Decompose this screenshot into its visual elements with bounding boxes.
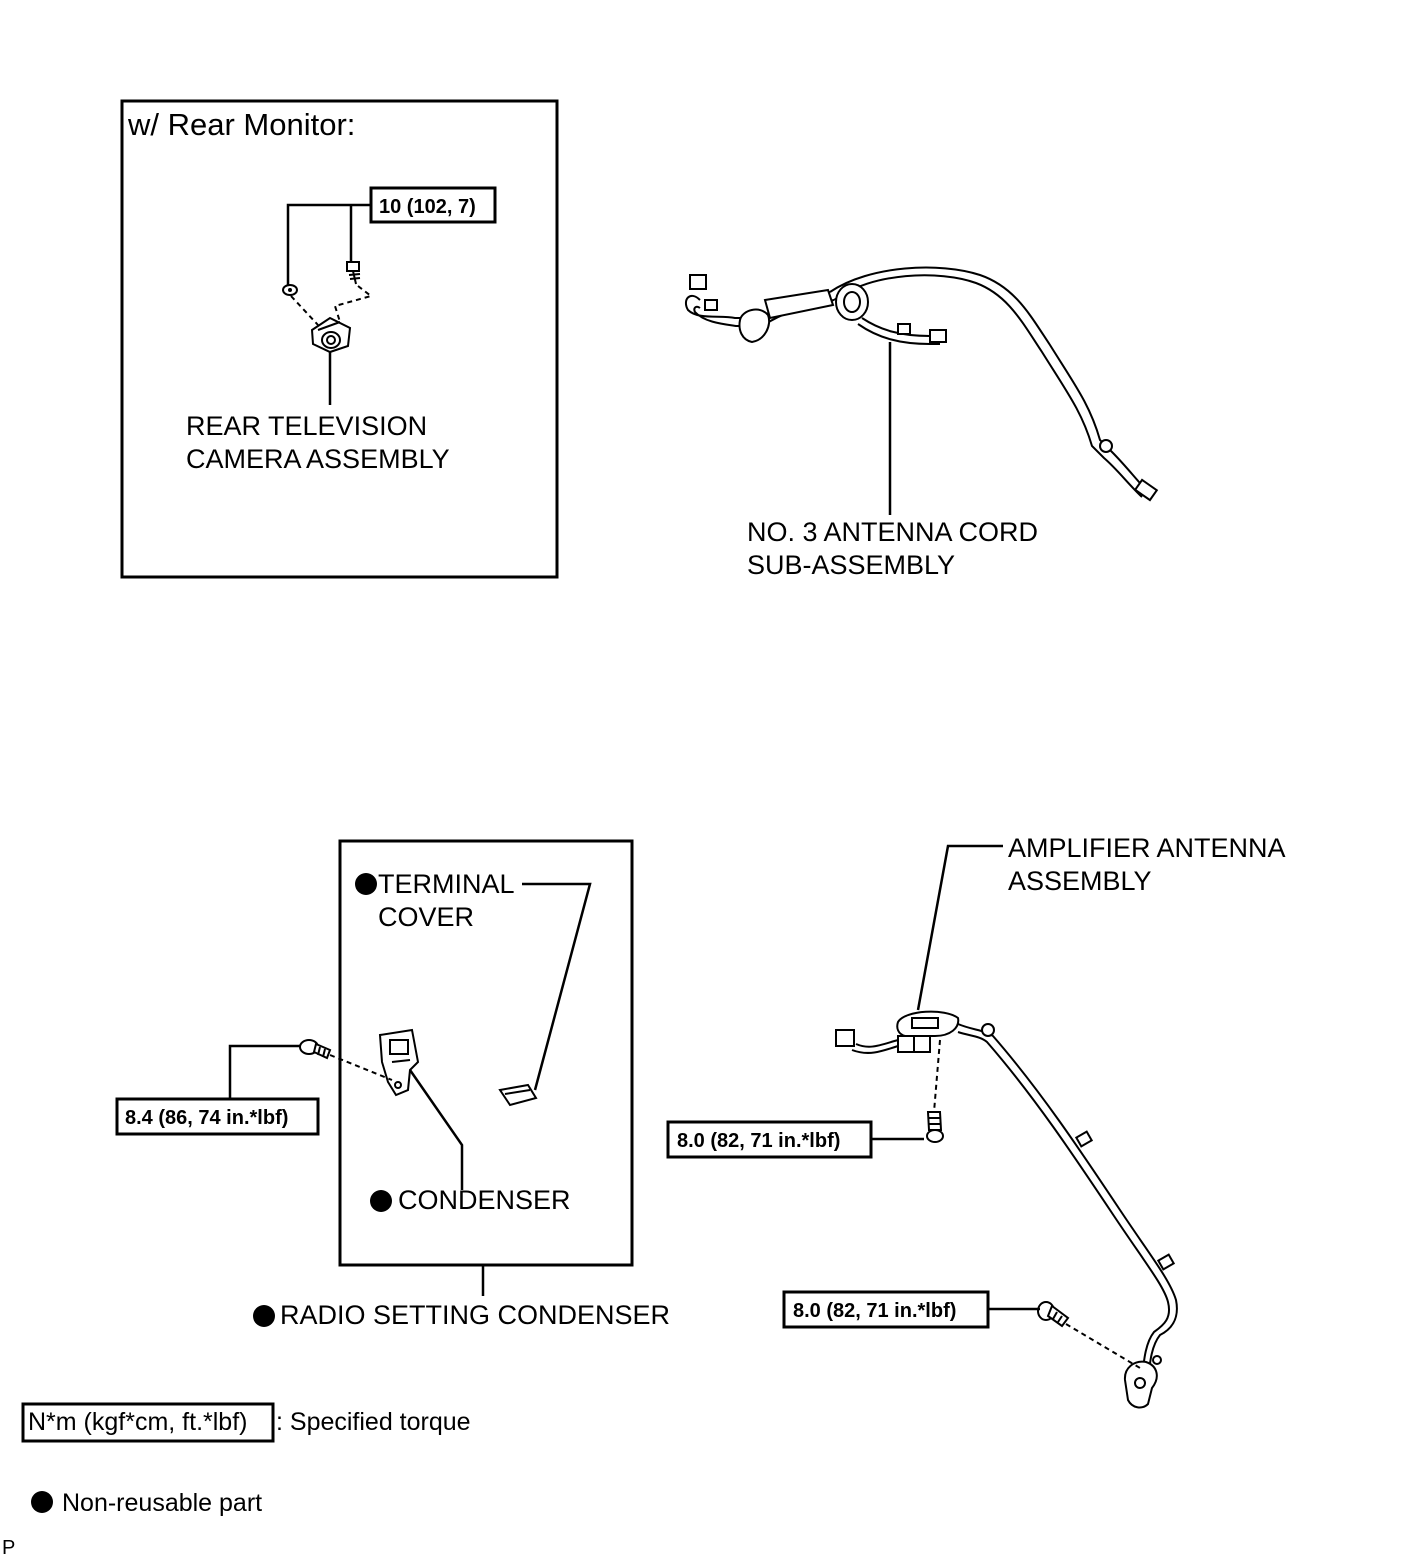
inset-frame [120, 99, 559, 579]
legend-non-reusable-text: Non-reusable part [62, 1489, 262, 1517]
leader-line-terminal-cover [522, 882, 592, 1091]
leader-line-condenser [408, 1069, 464, 1190]
install-line-bracket-bolt [1065, 1323, 1141, 1369]
antenna-cord-group: NO. 3 ANTENNA CORD SUB-ASSEMBLY [684, 266, 1159, 580]
install-line-bolt [333, 285, 374, 323]
torque-value-amplifier-lower: 8.0 (82, 71 in.*lbf) [793, 1300, 956, 1322]
corner-mark: P [2, 1537, 15, 1559]
terminal-cover-label-line1: TERMINAL [378, 869, 515, 899]
rear-camera-icon [310, 316, 352, 354]
bolt-icon [346, 261, 361, 285]
non-reusable-mark-radio-condenser [253, 1305, 275, 1327]
antenna-cord-icon [684, 266, 1159, 502]
radio-setting-condenser-group: TERMINAL COVER CONDENSER 8.4 (86, 74 in. [115, 839, 670, 1330]
antenna-cord-label-line2: SUB-ASSEMBLY [747, 550, 955, 580]
amplifier-antenna-group: AMPLIFIER ANTENNA ASSEMBLY [666, 833, 1286, 1409]
bolt-icon [1037, 1301, 1070, 1328]
condenser-icon [378, 1028, 420, 1097]
terminal-cover-label-line2: COVER [378, 902, 474, 932]
condenser-frame [338, 839, 634, 1267]
rear-monitor-inset: w/ Rear Monitor: 10 (102, 7) R [120, 99, 559, 579]
inset-title: w/ Rear Monitor: [127, 107, 355, 142]
amplifier-label-line2: ASSEMBLY [1008, 866, 1152, 896]
terminal-cover-icon [498, 1083, 538, 1107]
legend-torque-desc: : Specified torque [276, 1408, 471, 1436]
install-line-amplifier-bolt [933, 1039, 941, 1113]
bolt-icon [299, 1039, 332, 1060]
camera-label-line1: REAR TELEVISION [186, 411, 427, 441]
legend: N*m (kgf*cm, ft.*lbf) : Specified torque… [21, 1402, 471, 1517]
amplifier-antenna-icon [835, 1010, 1178, 1409]
non-reusable-mark-terminal-cover [355, 873, 377, 895]
amplifier-label-line1: AMPLIFIER ANTENNA [1008, 833, 1286, 863]
install-line-condenser-bolt [329, 1054, 393, 1081]
torque-box-condenser [115, 1097, 320, 1136]
torque-value-amplifier-upper: 8.0 (82, 71 in.*lbf) [677, 1130, 840, 1152]
legend-torque-box [21, 1402, 275, 1443]
radio-setting-condenser-label: RADIO SETTING CONDENSER [280, 1300, 670, 1330]
torque-value-camera: 10 (102, 7) [379, 196, 476, 218]
leader-line-nut [286, 203, 371, 285]
torque-value-condenser: 8.4 (86, 74 in.*lbf) [125, 1107, 288, 1129]
nut-icon [282, 284, 298, 296]
torque-box-amplifier-lower [782, 1290, 990, 1329]
bolt-icon [926, 1111, 944, 1143]
install-line-nut [290, 295, 319, 326]
legend-non-reusable-mark [31, 1491, 53, 1513]
leader-line-condenser-torque [228, 1044, 300, 1100]
non-reusable-mark-condenser [370, 1190, 392, 1212]
legend-torque-unit: N*m (kgf*cm, ft.*lbf) [28, 1408, 247, 1436]
condenser-label: CONDENSER [398, 1185, 571, 1215]
antenna-cord-label-line1: NO. 3 ANTENNA CORD [747, 517, 1038, 547]
camera-label-line2: CAMERA ASSEMBLY [186, 444, 450, 474]
leader-line-amplifier [916, 844, 1003, 1011]
torque-box-amplifier-upper [666, 1120, 873, 1159]
